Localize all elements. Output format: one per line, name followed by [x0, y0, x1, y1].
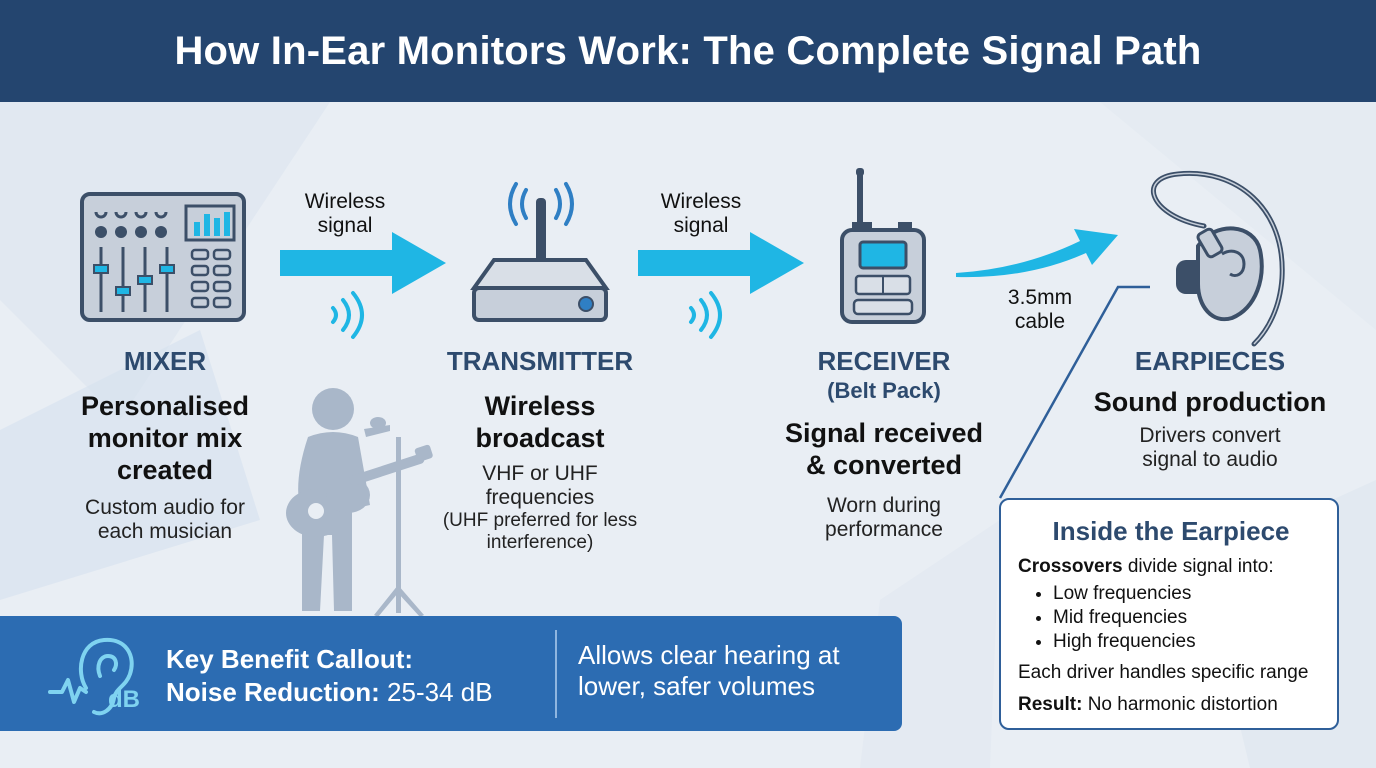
connector-3-label: 3.5mm cable	[1007, 286, 1073, 333]
mixer-description: Custom audio for each musician	[85, 496, 245, 543]
header-bar: How In-Ear Monitors Work: The Complete S…	[0, 0, 1376, 102]
earpieces-description: Drivers convert signal to audio	[1139, 424, 1281, 471]
musician-silhouette-icon	[286, 388, 433, 617]
receiver-label: RECEIVER	[817, 346, 951, 376]
earpieces-label: EARPIECES	[1134, 346, 1286, 376]
earpieces-heading: Sound production	[1093, 387, 1327, 417]
list-item: Mid frequencies	[1053, 606, 1196, 630]
right-arrow-icon	[638, 232, 804, 294]
inside-earpiece-title: Inside the Earpiece	[1052, 516, 1290, 546]
frequency-band-list: Low frequencies Mid frequencies High fre…	[1023, 582, 1196, 654]
transmitter-description: VHF or UHF frequencies	[482, 462, 598, 509]
transmitter-label: TRANSMITTER	[446, 346, 634, 376]
connector-1-label: Wireless signal	[304, 190, 386, 237]
crossover-intro: Crossovers divide signal into:	[1018, 556, 1274, 577]
receiver-icon	[840, 168, 926, 324]
mixer-heading: Personalised monitor mix created	[80, 391, 250, 485]
ear-db-icon	[48, 637, 134, 716]
callout-divider	[555, 630, 557, 718]
callout-title: Key Benefit Callout:	[166, 644, 414, 674]
receiver-description: Worn during performance	[825, 494, 943, 541]
earpiece-icon	[1151, 170, 1285, 347]
receiver-sublabel: (Belt Pack)	[827, 378, 941, 403]
transmitter-icon	[470, 182, 610, 322]
callout-message: Allows clear hearing at lower, safer vol…	[578, 640, 840, 701]
curved-arrow-icon	[956, 229, 1118, 278]
wireless-waves-icon	[689, 291, 722, 339]
wireless-waves-icon	[331, 291, 364, 339]
metric-value: 25-34 dB	[387, 677, 493, 707]
driver-note: Each driver handles specific range	[1018, 662, 1309, 683]
result-line: Result: No harmonic distortion	[1018, 694, 1278, 715]
metric-label: Noise Reduction:	[166, 677, 380, 707]
right-arrow-icon	[280, 232, 446, 294]
mixer-label: MIXER	[123, 346, 207, 376]
ear-db-text: dB	[108, 686, 140, 713]
zoom-connector-line	[998, 285, 1150, 499]
page-title: How In-Ear Monitors Work: The Complete S…	[174, 28, 1202, 73]
mixer-icon	[80, 192, 246, 322]
callout-metric: Noise Reduction: 25-34 dB	[166, 677, 493, 708]
receiver-heading: Signal received & converted	[784, 418, 984, 480]
connector-2-label: Wireless signal	[660, 190, 742, 237]
key-benefit-callout: dB Key Benefit Callout: Noise Reduction:…	[0, 616, 902, 731]
list-item: High frequencies	[1053, 630, 1196, 654]
transmitter-note: (UHF preferred for less interference)	[442, 510, 638, 553]
transmitter-heading: Wireless broadcast	[475, 391, 605, 453]
inside-earpiece-panel: Inside the Earpiece Crossovers divide si…	[999, 498, 1339, 730]
list-item: Low frequencies	[1053, 582, 1196, 606]
